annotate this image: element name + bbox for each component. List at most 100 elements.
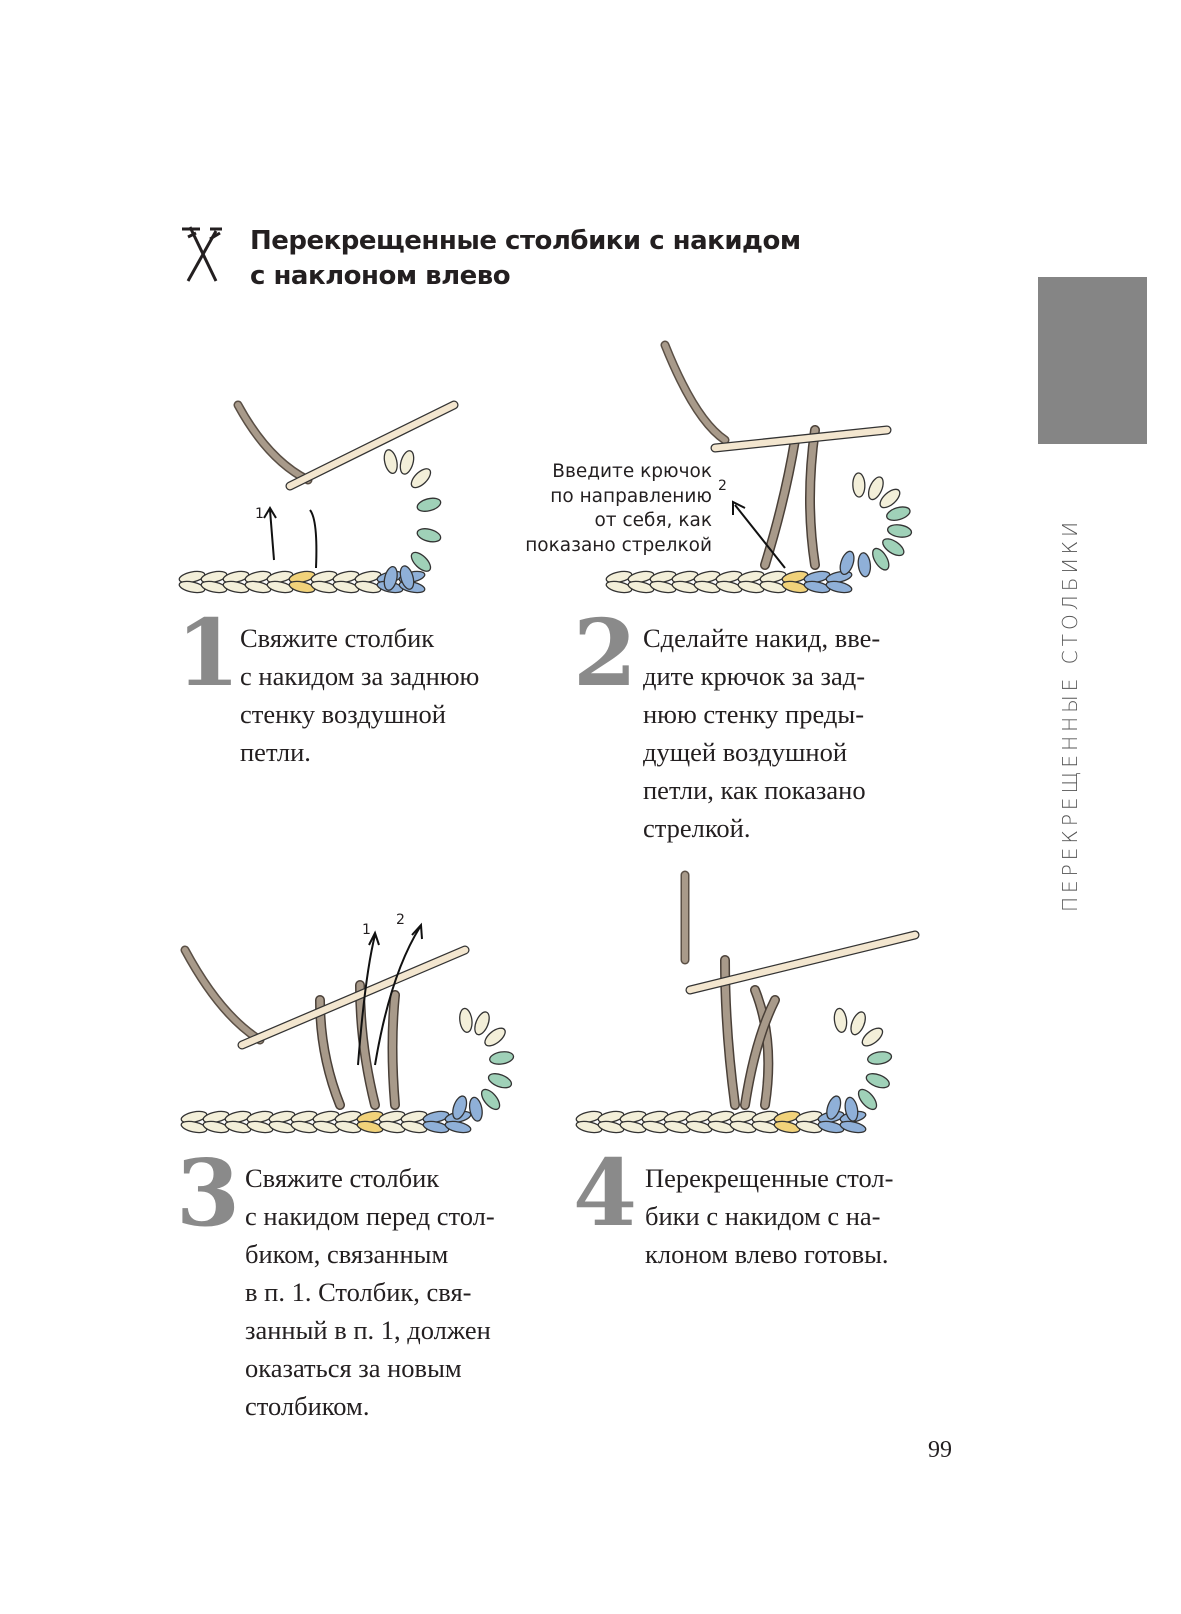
crochet-hook bbox=[686, 931, 919, 994]
chain-stitch bbox=[459, 1007, 473, 1033]
arrow-label: 1 bbox=[255, 506, 264, 522]
chain-stitch bbox=[489, 1051, 515, 1065]
chain-stitch bbox=[781, 580, 809, 594]
chain-stitch bbox=[641, 1120, 669, 1134]
chain-stitch bbox=[202, 1120, 230, 1134]
crochet-symbol-icon bbox=[180, 225, 230, 289]
chain-stitch bbox=[356, 1120, 384, 1134]
chain-stitch bbox=[839, 1120, 867, 1134]
chain-stitch bbox=[671, 580, 699, 594]
chain-stitch bbox=[867, 1051, 893, 1065]
chain-stitch bbox=[857, 1088, 878, 1111]
chain-stitch bbox=[484, 1027, 506, 1047]
chain-stitch bbox=[850, 1011, 866, 1036]
chain-stitch bbox=[773, 1120, 801, 1134]
stitch-post bbox=[721, 956, 739, 1109]
step-text: Свяжите столбик с накидом за заднюю стен… bbox=[240, 623, 480, 767]
chain-stitch bbox=[663, 1120, 691, 1134]
chain-stitch bbox=[861, 1027, 884, 1047]
chain-stitch bbox=[474, 1011, 490, 1036]
yarn-strand bbox=[180, 945, 265, 1045]
chain-stitch bbox=[826, 1095, 842, 1120]
chain-stitch bbox=[882, 538, 905, 557]
chain-stitch bbox=[244, 580, 272, 594]
chain-stitch bbox=[399, 565, 415, 590]
chain-stitch bbox=[290, 1120, 318, 1134]
page-title: Перекрещенные столбики с накидом с накло… bbox=[250, 224, 801, 294]
yarn-strand bbox=[235, 402, 311, 483]
crochet-hook bbox=[238, 946, 469, 1049]
chain-stitch bbox=[649, 580, 677, 594]
chain-stitch bbox=[825, 580, 853, 594]
chapter-side-label: ПЕРЕКРЕЩЕННЫЕ СТОЛБИКИ bbox=[1058, 517, 1082, 912]
chain-stitch bbox=[795, 1120, 823, 1134]
stitch-post bbox=[761, 436, 799, 569]
chain-stitch bbox=[737, 580, 765, 594]
chain-stitch bbox=[332, 580, 360, 594]
chain-stitch bbox=[487, 1073, 513, 1089]
stitch-post bbox=[806, 426, 819, 569]
chain-stitch bbox=[480, 1088, 501, 1111]
stitch-post bbox=[751, 986, 772, 1109]
step-number: 4 bbox=[573, 1139, 638, 1247]
chain-stitch bbox=[857, 552, 872, 578]
yarn-strand bbox=[662, 342, 728, 443]
step-text: Сделайте накид, вве- дите крючок за зад-… bbox=[643, 623, 881, 843]
chain-stitch bbox=[288, 580, 316, 594]
chain-stitch bbox=[879, 488, 901, 509]
step-number: 1 bbox=[176, 599, 241, 707]
step-4-illustration bbox=[575, 870, 920, 1134]
hint-note: Введите крючок по направлению от себя, к… bbox=[525, 461, 712, 556]
chain-stitch bbox=[887, 524, 913, 538]
step-text: Свяжите столбик с накидом перед стол- би… bbox=[245, 1163, 495, 1421]
step-number: 3 bbox=[176, 1139, 241, 1247]
chain-stitch bbox=[452, 1095, 468, 1120]
chain-stitch bbox=[224, 1120, 252, 1134]
chain-stitch bbox=[685, 1120, 713, 1134]
step-3-illustration bbox=[180, 922, 515, 1134]
arrow-icon bbox=[374, 922, 423, 1066]
chain-stitch bbox=[378, 1120, 406, 1134]
page-number: 99 bbox=[928, 1437, 952, 1463]
chain-stitch bbox=[354, 580, 382, 594]
title-line-2: с наклоном влево bbox=[250, 261, 511, 291]
crochet-hook bbox=[711, 426, 891, 452]
chain-stitch bbox=[422, 1120, 450, 1134]
chain-stitch bbox=[268, 1120, 296, 1134]
chain-stitch bbox=[852, 472, 866, 498]
arrow-icon bbox=[263, 506, 277, 561]
title-line-1: Перекрещенные столбики с накидом bbox=[250, 226, 801, 256]
chain-stitch bbox=[400, 1120, 428, 1134]
chain-stitch bbox=[729, 1120, 757, 1134]
chain-stitch bbox=[180, 1120, 208, 1134]
crochet-hook bbox=[286, 401, 458, 490]
chain-stitch bbox=[416, 528, 442, 543]
step-number: 2 bbox=[573, 599, 638, 707]
chain-stitch bbox=[844, 1096, 859, 1122]
chain-stitch bbox=[312, 1120, 340, 1134]
chain-stitch bbox=[627, 580, 655, 594]
arrow-icon bbox=[309, 509, 318, 569]
chain-stitch bbox=[605, 580, 633, 594]
chain-stitch bbox=[715, 580, 743, 594]
chain-stitch bbox=[444, 1120, 472, 1134]
chain-stitch bbox=[399, 450, 415, 475]
chapter-tab bbox=[1038, 277, 1147, 444]
arrow-label: 2 bbox=[396, 912, 405, 928]
chain-stitch bbox=[839, 550, 855, 576]
chain-stitch bbox=[310, 580, 338, 594]
chain-stitch bbox=[383, 566, 398, 591]
chain-stitch bbox=[575, 1120, 603, 1134]
chain-stitch bbox=[833, 1007, 848, 1033]
chain-stitch bbox=[334, 1120, 362, 1134]
arrow-icon bbox=[357, 930, 380, 1066]
chain-stitch bbox=[759, 580, 787, 594]
arrow-label: 2 bbox=[718, 478, 727, 494]
yarn-strand bbox=[233, 400, 313, 485]
yarn-strand bbox=[182, 947, 263, 1043]
chain-stitch bbox=[817, 1120, 845, 1134]
chain-stitch bbox=[178, 580, 206, 594]
chain-stitch bbox=[410, 551, 432, 572]
step-text: Перекрещенные стол- бики с накидом с на-… bbox=[645, 1163, 894, 1269]
chain-stitch bbox=[383, 449, 398, 474]
